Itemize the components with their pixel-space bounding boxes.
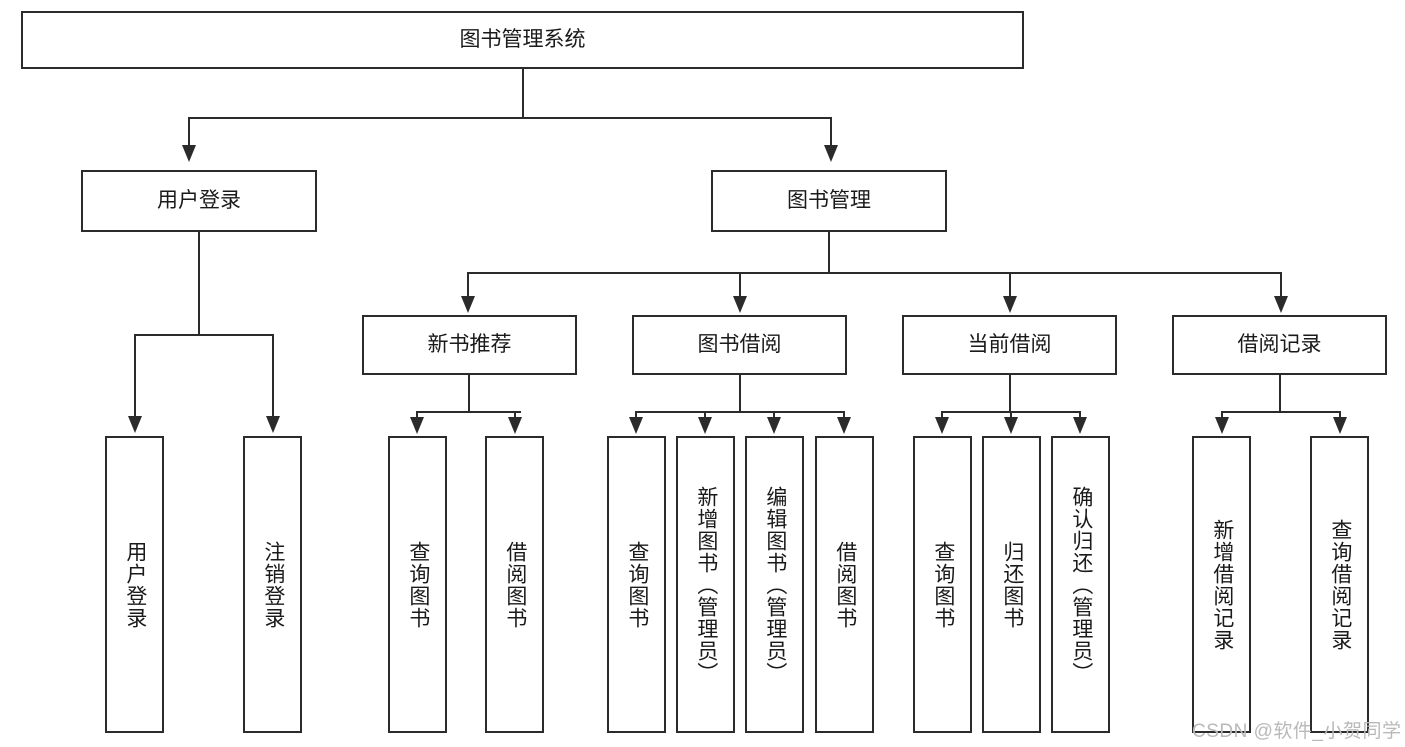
arrowhead-leaf-query-book-1 bbox=[410, 417, 424, 434]
node-user-login[interactable]: 用户登录 bbox=[81, 170, 317, 232]
node-label: 归还图书 bbox=[1000, 540, 1024, 629]
arrowhead-leaf-borrow-book-2 bbox=[837, 417, 851, 434]
edge-level3-bus bbox=[467, 272, 1280, 274]
edge-to-borrow-record bbox=[1280, 272, 1282, 298]
edge-to-leaf-add-book bbox=[704, 411, 706, 419]
edge-to-current-borrow bbox=[1009, 272, 1011, 298]
node-label: 注销登录 bbox=[261, 540, 285, 629]
leaf-edit-book-admin[interactable]: 编辑图书（管理员） bbox=[745, 436, 804, 733]
node-label: 图书管理系统 bbox=[459, 27, 586, 51]
node-current-borrow[interactable]: 当前借阅 bbox=[902, 315, 1117, 375]
edge-to-leaf-borrow-book-2 bbox=[843, 411, 845, 419]
edge-new-book-stem bbox=[468, 375, 470, 411]
node-label: 编辑图书（管理员） bbox=[763, 485, 787, 684]
edge-to-leaf-user-login bbox=[134, 334, 136, 418]
arrowhead-leaf-borrow-book-1 bbox=[508, 417, 522, 434]
arrowhead-current-borrow bbox=[1003, 296, 1017, 313]
leaf-add-book-admin[interactable]: 新增图书（管理员） bbox=[676, 436, 735, 733]
edge-to-new-book bbox=[467, 272, 469, 298]
arrowhead-leaf-add-record bbox=[1215, 417, 1229, 434]
node-label: 用户登录 bbox=[123, 540, 147, 629]
node-root-system[interactable]: 图书管理系统 bbox=[21, 11, 1024, 69]
arrowhead-user-login bbox=[182, 145, 196, 162]
node-label: 用户登录 bbox=[157, 188, 241, 212]
arrowhead-book-manage bbox=[824, 145, 838, 162]
leaf-borrow-book-recommend[interactable]: 借阅图书 bbox=[485, 436, 544, 733]
leaf-add-borrow-record[interactable]: 新增借阅记录 bbox=[1192, 436, 1251, 733]
node-label: 新书推荐 bbox=[427, 332, 512, 356]
arrowhead-book-borrow bbox=[733, 296, 747, 313]
edge-to-leaf-edit-book bbox=[773, 411, 775, 419]
arrowhead-leaf-return-book bbox=[1004, 417, 1018, 434]
arrowhead-leaf-user-login bbox=[128, 416, 142, 433]
arrowhead-leaf-query-book-2 bbox=[629, 417, 643, 434]
leaf-query-book-current[interactable]: 查询图书 bbox=[913, 436, 972, 733]
edge-to-leaf-query-book-3 bbox=[941, 411, 943, 419]
leaf-user-login[interactable]: 用户登录 bbox=[105, 436, 164, 733]
edge-book-borrow-stem bbox=[739, 375, 741, 411]
node-label: 借阅图书 bbox=[503, 540, 527, 629]
edge-to-leaf-borrow-book-1 bbox=[514, 411, 516, 419]
arrowhead-leaf-query-record bbox=[1333, 417, 1347, 434]
node-book-manage[interactable]: 图书管理 bbox=[711, 170, 947, 232]
node-label: 当前借阅 bbox=[967, 332, 1052, 356]
node-label: 借阅记录 bbox=[1237, 332, 1322, 356]
edge-book-borrow-bus bbox=[635, 411, 843, 413]
node-label: 查询图书 bbox=[625, 540, 649, 629]
edge-user-login-stem bbox=[198, 232, 200, 334]
arrowhead-new-book bbox=[461, 296, 475, 313]
leaf-query-book-borrow[interactable]: 查询图书 bbox=[607, 436, 666, 733]
node-label: 图书借阅 bbox=[697, 332, 782, 356]
csdn-watermark: CSDN @软件_小贺同学 bbox=[1192, 721, 1402, 742]
edge-book-manage-stem bbox=[828, 232, 830, 272]
leaf-confirm-return-admin[interactable]: 确认归还（管理员） bbox=[1051, 436, 1110, 733]
arrowhead-leaf-edit-book bbox=[767, 417, 781, 434]
edge-to-leaf-add-record bbox=[1221, 411, 1223, 419]
arrowhead-leaf-add-book bbox=[698, 417, 712, 434]
leaf-logout[interactable]: 注销登录 bbox=[243, 436, 302, 733]
arrowhead-leaf-query-book-3 bbox=[935, 417, 949, 434]
edge-to-leaf-query-book-1 bbox=[416, 411, 418, 419]
leaf-query-borrow-record[interactable]: 查询借阅记录 bbox=[1310, 436, 1369, 733]
node-new-book-recommend[interactable]: 新书推荐 bbox=[362, 315, 577, 375]
edge-to-book-manage bbox=[830, 117, 832, 147]
node-label: 查询图书 bbox=[931, 540, 955, 629]
edge-to-leaf-return-book bbox=[1010, 411, 1012, 419]
edge-new-book-bus bbox=[416, 411, 521, 413]
edge-user-login-bus bbox=[134, 334, 274, 336]
arrowhead-leaf-confirm-return bbox=[1073, 417, 1087, 434]
edge-to-leaf-query-record bbox=[1339, 411, 1341, 419]
edge-borrow-record-bus bbox=[1221, 411, 1339, 413]
edge-to-user-login bbox=[188, 117, 190, 147]
arrowhead-leaf-logout bbox=[266, 416, 280, 433]
edge-current-borrow-stem bbox=[1009, 375, 1011, 411]
node-label: 图书管理 bbox=[787, 188, 871, 212]
leaf-query-book-recommend[interactable]: 查询图书 bbox=[388, 436, 447, 733]
edge-borrow-record-stem bbox=[1279, 375, 1281, 411]
edge-to-leaf-logout bbox=[272, 334, 274, 418]
arrowhead-borrow-record bbox=[1274, 296, 1288, 313]
edge-to-leaf-query-book-2 bbox=[635, 411, 637, 419]
node-label: 查询借阅记录 bbox=[1328, 518, 1352, 651]
node-label: 新增图书（管理员） bbox=[694, 485, 718, 684]
node-label: 确认归还（管理员） bbox=[1069, 485, 1093, 684]
edge-to-leaf-confirm-return bbox=[1079, 411, 1081, 419]
node-label: 借阅图书 bbox=[833, 540, 857, 629]
leaf-borrow-book-borrow[interactable]: 借阅图书 bbox=[815, 436, 874, 733]
leaf-return-book[interactable]: 归还图书 bbox=[982, 436, 1041, 733]
edge-to-book-borrow bbox=[739, 272, 741, 298]
node-borrow-record[interactable]: 借阅记录 bbox=[1172, 315, 1387, 375]
node-book-borrow[interactable]: 图书借阅 bbox=[632, 315, 847, 375]
node-label: 查询图书 bbox=[406, 540, 430, 629]
node-label: 新增借阅记录 bbox=[1210, 518, 1234, 651]
edge-root-stem bbox=[522, 69, 524, 117]
edge-level1-bus bbox=[188, 117, 832, 119]
